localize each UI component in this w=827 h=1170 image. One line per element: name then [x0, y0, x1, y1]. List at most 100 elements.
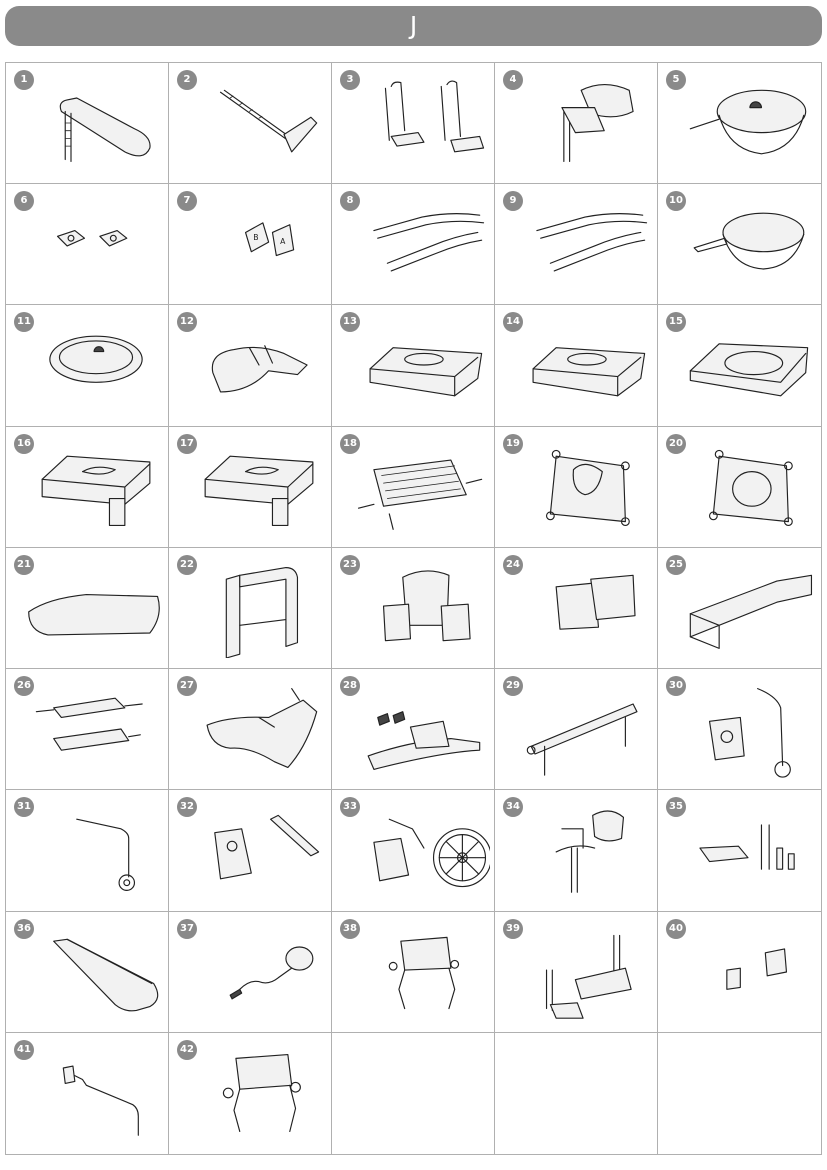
part-number-badge: 29 [503, 676, 523, 697]
lateral-supports-icon [28, 679, 164, 779]
part-number-badge: 3 [340, 70, 360, 90]
part-number-badge: 26 [14, 676, 34, 697]
part-cell-15: 15 [658, 305, 821, 427]
part-cell-20: 20 [658, 427, 821, 548]
part-number-badge: 9 [503, 191, 523, 212]
strap-and-screws-icon [680, 800, 816, 900]
part-number-badge: 36 [14, 918, 34, 939]
part-number-badge: 25 [666, 554, 686, 575]
wheel-and-brake-icon [354, 800, 492, 900]
part-cell-9: 9 [495, 184, 658, 306]
part-number-badge: 28 [340, 676, 360, 697]
part-number-badge: 15 [666, 312, 686, 333]
part-cell-12: 12 [169, 305, 332, 427]
part-number-badge: 7 [177, 191, 197, 212]
part-cell-25: 25 [658, 548, 821, 670]
seat-cushion-icon [354, 315, 490, 415]
part-number-badge: 1 [14, 70, 34, 90]
side-pads-icon [517, 558, 653, 658]
part-number-badge: 8 [340, 191, 360, 212]
commode-bowl-icon [680, 194, 816, 294]
part-cell-40: 40 [658, 912, 821, 1033]
brake-and-handle-icon [680, 679, 816, 779]
part-cell-13: 13 [332, 305, 495, 427]
cutout-seat-icon [28, 437, 164, 537]
part-cell-26: 26 [6, 669, 169, 791]
part-number-badge: 12 [177, 312, 197, 333]
svg-text:B: B [253, 233, 258, 242]
push-bar-icon [517, 679, 653, 779]
commode-pan-with-lid-icon [680, 73, 816, 173]
armrest-icon [28, 73, 164, 173]
commode-seat-icon [680, 315, 816, 415]
back-cushion-with-pads-icon [354, 558, 490, 658]
clamps-icon [28, 194, 164, 294]
part-cell-14: 14 [495, 305, 658, 427]
frame-rails-icon [354, 194, 490, 294]
cutout-seat-icon [191, 437, 327, 537]
part-number-badge: 10 [666, 191, 686, 212]
part-cell-31: 31 [6, 790, 169, 912]
part-number-badge: 24 [503, 554, 523, 575]
leg-frame-icon [354, 922, 490, 1022]
part-number-badge: 16 [14, 433, 34, 454]
part-cell-23: 23 [332, 547, 495, 670]
part-cell-6: 6 [6, 184, 169, 306]
part-number-badge: 39 [503, 918, 523, 939]
part-number-badge: 18 [340, 433, 360, 454]
part-number-badge: 11 [14, 312, 34, 333]
end-caps-icon [680, 922, 816, 1022]
part-cell-16: 16 [6, 426, 169, 548]
part-number-badge: 4 [503, 70, 523, 90]
part-number-badge: 33 [340, 797, 360, 818]
part-cell-28: 28 [332, 669, 495, 791]
part-cell-2: 2 [169, 63, 332, 185]
part-number-badge: 27 [177, 676, 197, 697]
part-cell-30: 30 [658, 669, 821, 791]
spring-seat-icon [354, 437, 490, 537]
bowl-lid-icon [28, 315, 164, 415]
part-number-badge: 35 [666, 797, 686, 818]
part-number-badge: 32 [177, 797, 197, 818]
part-cell-35: 35 [658, 790, 821, 912]
part-cell-1: 1 [6, 63, 169, 185]
part-number-badge: 13 [340, 312, 360, 333]
part-cell-4: 4 [495, 63, 658, 185]
buckle-belt-icon [354, 679, 490, 779]
part-number-badge: 20 [666, 433, 686, 454]
empty-cell [495, 1032, 658, 1154]
part-cell-5: 5 [658, 63, 821, 185]
leg-frame-pad-icon [191, 1043, 327, 1143]
part-number-badge: 6 [14, 191, 34, 212]
part-number-badge: 30 [666, 676, 686, 697]
part-number-badge: 5 [666, 70, 686, 90]
backrest-panel-icon [191, 558, 327, 659]
part-cell-22: 22 [169, 547, 332, 670]
part-number-badge: 38 [340, 918, 360, 939]
seat-cushion-icon [517, 315, 653, 415]
part-cell-37: 37 [169, 911, 332, 1033]
part-number-badge: 42 [177, 1039, 197, 1060]
section-letter: J [409, 11, 418, 40]
cable-release-icon [191, 922, 327, 1022]
armrest-bar-icon [191, 73, 327, 173]
armrest-pad-icon [191, 315, 327, 415]
leg-trough-icon [28, 922, 164, 1022]
part-cell-38: 38 [332, 911, 495, 1033]
part-cell-11: 11 [6, 305, 169, 427]
part-cell-36: 36 [6, 911, 169, 1033]
part-number-badge: 23 [340, 554, 360, 575]
part-cell-19: 19 [495, 426, 658, 548]
part-number-badge: 14 [503, 312, 523, 333]
part-cell-3: 3 [332, 63, 495, 185]
seat-plate-icon [28, 558, 164, 658]
part-number-badge: 31 [14, 797, 34, 818]
part-cell-34: 34 [495, 790, 658, 912]
leg-support-with-footplate-icon [517, 922, 653, 1022]
part-number-badge: 41 [14, 1039, 34, 1060]
part-cell-42: 42 [169, 1032, 332, 1154]
frame-rails-icon [517, 194, 653, 294]
sling-seat-cutout-icon [517, 437, 653, 537]
part-number-badge: 37 [177, 918, 197, 939]
footrest-pair-icon [354, 73, 490, 173]
